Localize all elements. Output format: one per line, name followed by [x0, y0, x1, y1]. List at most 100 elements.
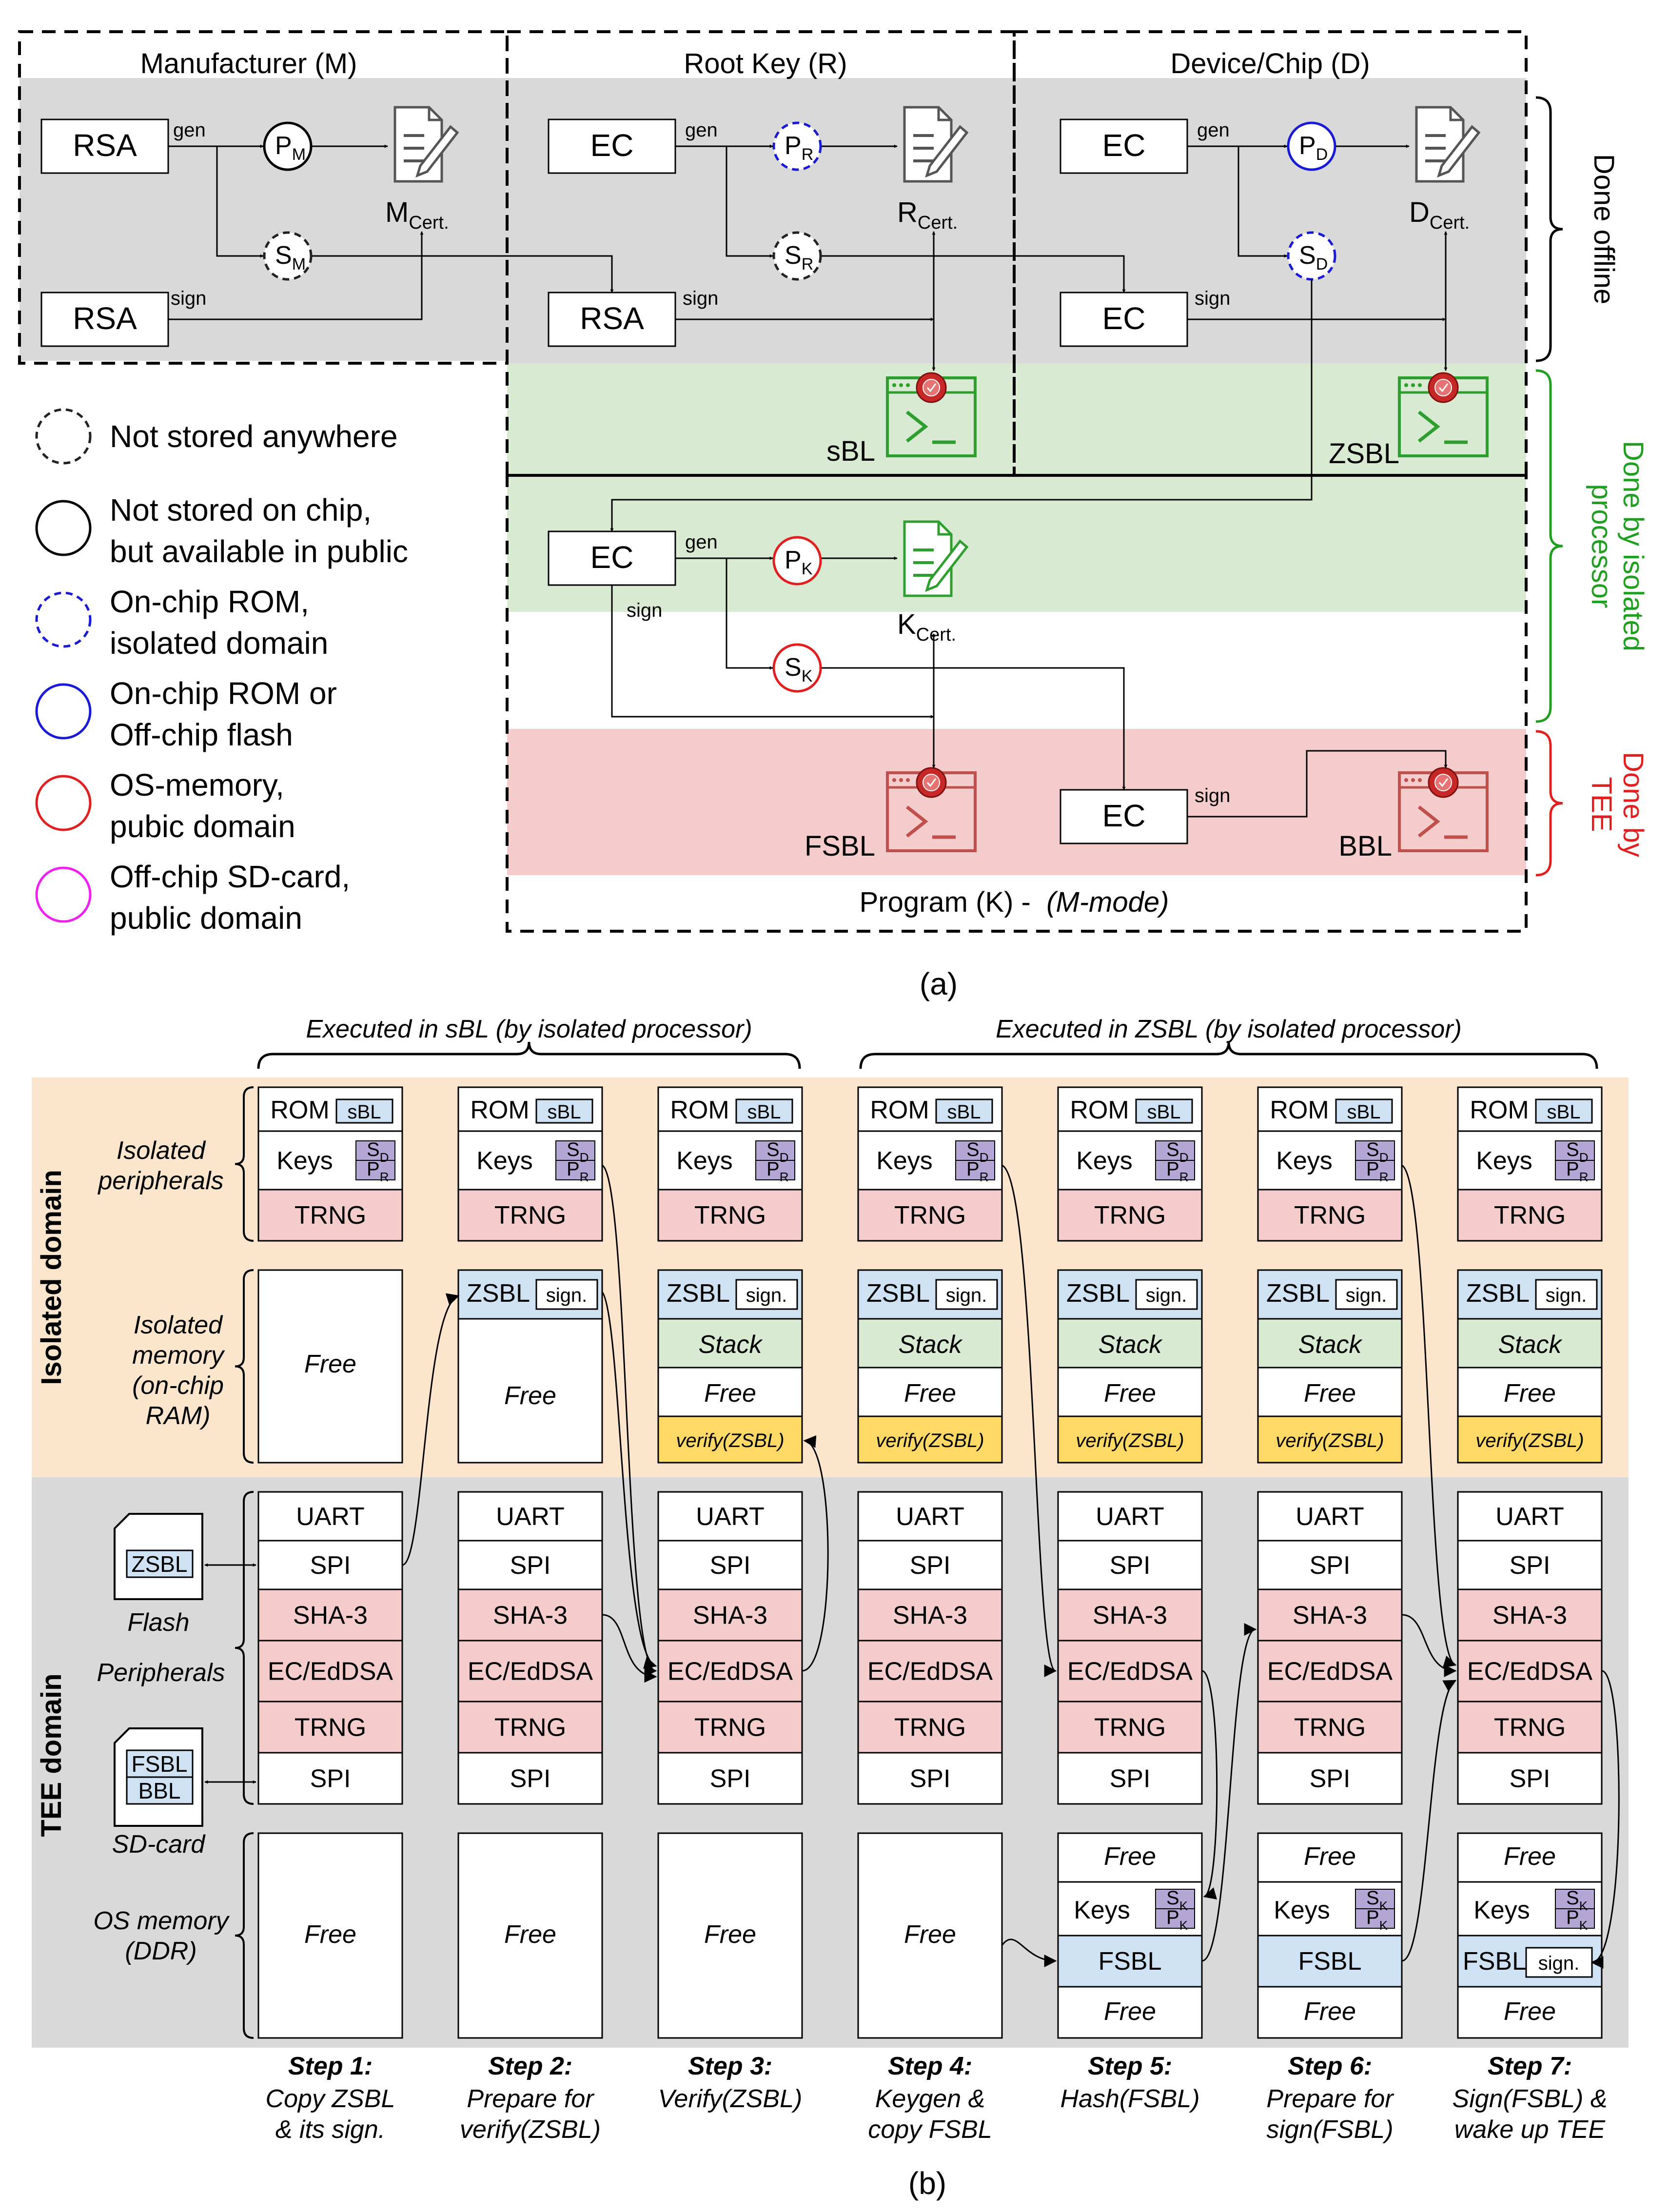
col1-keys-label: Keys: [276, 1147, 333, 1175]
col6-verify-cell: [1257, 1415, 1403, 1464]
ec-gen-box-r: [548, 118, 676, 174]
col7-uart-cell-0: [1457, 1491, 1603, 1542]
pm-key-circle: [263, 121, 313, 171]
legend-line2-1: but available in public: [110, 534, 408, 569]
zsbl-program-icon-dot: [1404, 383, 1408, 387]
col7-os-keys-s-main: S: [1566, 1887, 1579, 1909]
col3-uart-label-0: UART: [696, 1503, 765, 1531]
rsa-sign-box-m-label: RSA: [73, 301, 137, 336]
col4-sha3-label-2: SHA-3: [893, 1602, 967, 1630]
tee-phase-label-1: Done by: [1617, 752, 1649, 857]
col2-step-title: Step 2:: [488, 2052, 572, 2080]
col6-sbl-label: sBL: [1347, 1101, 1381, 1123]
isolated-domain-label: Isolated domain: [36, 1170, 67, 1385]
pr-key-circle-label: PR: [785, 132, 813, 164]
col5-verify-cell: [1057, 1415, 1203, 1464]
pm-key-circle-label-sub: M: [292, 145, 306, 164]
col6-zsbl-label: ZSBL: [1266, 1279, 1330, 1308]
col3-sha3-label-2: SHA-3: [693, 1602, 767, 1630]
col3-iso-trng-cell: [657, 1189, 803, 1242]
col7-sbl-label: sBL: [1547, 1101, 1581, 1123]
col5-zsbl-label: ZSBL: [1066, 1279, 1130, 1308]
col6-zsbl-sign-box: [1335, 1279, 1398, 1310]
ec-to-sr: [726, 146, 773, 258]
col7-ec_eddsa-label-3: EC/EdDSA: [1467, 1658, 1593, 1686]
col1-trng-cell-4: [257, 1701, 403, 1754]
sbl-program-icon-seal-check: [926, 383, 937, 392]
r-cert-icon-pen: [925, 125, 969, 178]
iso-mem-label-1: memory: [132, 1341, 225, 1370]
col4-sbl-chip: [935, 1098, 993, 1124]
col4-rom-keys-bottom: [955, 1160, 995, 1180]
fsbl-label: FSBL: [805, 830, 875, 862]
fsbl-program-icon: [886, 767, 977, 852]
sd-to-ec-k: [610, 279, 1313, 532]
iso-mem-label-2: (on-chip: [132, 1371, 224, 1400]
col1-spi-cell-5: [257, 1752, 403, 1805]
col6-rom-keys-s-main: S: [1366, 1139, 1379, 1160]
col2-rom-label: ROM: [470, 1096, 529, 1124]
iso-mem-label-0: Isolated: [134, 1311, 223, 1339]
iso-mem-brace: [235, 1269, 254, 1464]
col3-stack-cell: [657, 1318, 803, 1369]
col4-rom-keys-top: [955, 1140, 995, 1161]
sign-label-k: sign: [627, 600, 662, 621]
legend-line1-5: Off-chip SD-card,: [110, 859, 350, 894]
col3-rom-keys-p: PR: [766, 1158, 788, 1184]
col1-rom-keys-s: SD: [367, 1139, 389, 1165]
pk-key-circle-label-sub: K: [802, 560, 813, 578]
zsbl-execution-brace: [859, 1041, 1598, 1069]
col3-rom-keys-p-sub: R: [780, 1170, 789, 1184]
col5-sbl-chip: [1135, 1098, 1193, 1124]
col5-os-keys-p: PK: [1166, 1907, 1188, 1933]
col6-iso-trng-label: TRNG: [1294, 1201, 1366, 1230]
col5-stack-label: Stack: [1098, 1331, 1163, 1359]
col2-rom-keys-p-sub: R: [580, 1170, 589, 1184]
col2-rom-keys-s-main: S: [567, 1139, 580, 1160]
col5-sha3-label-2: SHA-3: [1093, 1602, 1167, 1630]
col6-os-keys-s-main: S: [1366, 1887, 1379, 1909]
r-cert-label: RCert.: [897, 196, 958, 233]
col3-rom-keys-p-main: P: [766, 1158, 780, 1180]
col7-os-keys-s: SK: [1566, 1887, 1588, 1913]
col6-rom-label: ROM: [1270, 1096, 1329, 1124]
col5-zsbl-sign-box: [1135, 1279, 1198, 1310]
col5-rom-keys-p-main: P: [1166, 1158, 1179, 1180]
sm-key-circle-label-main: S: [275, 241, 292, 270]
tee-domain-label: TEE domain: [36, 1673, 67, 1837]
col5-os-free-bottom-label: Free: [1104, 1997, 1156, 2026]
col3-os-free-cell: [657, 1832, 803, 2039]
col5-iso-trng-label: TRNG: [1094, 1201, 1166, 1230]
os-mem-brace: [235, 1832, 254, 2039]
caption-b: (b): [908, 2166, 946, 2201]
isolated-phase-label-1: Done by isolated: [1617, 441, 1649, 651]
step6-sha-to-ec: [1401, 1614, 1457, 1677]
sbl-label: sBL: [826, 435, 875, 467]
col6-spi-label-1: SPI: [1310, 1551, 1351, 1580]
col7-rom-keys-top: [1555, 1140, 1595, 1161]
rsa-sign-box-r-label: RSA: [580, 301, 644, 336]
col7-rom-keys-s: SD: [1566, 1139, 1588, 1165]
zsbl-program-icon-seal-check: [1438, 383, 1449, 392]
col4-rom-keys-p: PR: [966, 1158, 988, 1184]
col5-os-keys-p-sub: K: [1179, 1918, 1188, 1933]
rsa-gen-box-m: [40, 118, 169, 174]
sign-label-d: sign: [1195, 288, 1230, 309]
col7-rom-keys-s-sub: D: [1579, 1150, 1589, 1165]
col6-uart-cell-0: [1257, 1491, 1403, 1542]
step2-keys-to-ec: [602, 1164, 657, 1677]
col6-sha3-cell-2: [1257, 1588, 1403, 1642]
ec-sign-to-fsbl: [611, 585, 934, 719]
col6-spi-label-5: SPI: [1310, 1765, 1351, 1793]
col1-step-title: Step 1:: [288, 2052, 373, 2080]
col7-os-keys-bottom: [1555, 1908, 1595, 1929]
col4-os-free-cell: [857, 1832, 1003, 2039]
k-cert-label-main: K: [897, 608, 916, 640]
col4-iso-trng-label: TRNG: [894, 1201, 966, 1230]
program-domain: [506, 474, 1528, 933]
col4-spi-label-5: SPI: [910, 1765, 951, 1793]
sr-key-circle-label-sub: R: [802, 255, 814, 274]
d-cert-icon: [1415, 106, 1481, 183]
col3-os-free-label: Free: [704, 1920, 756, 1949]
